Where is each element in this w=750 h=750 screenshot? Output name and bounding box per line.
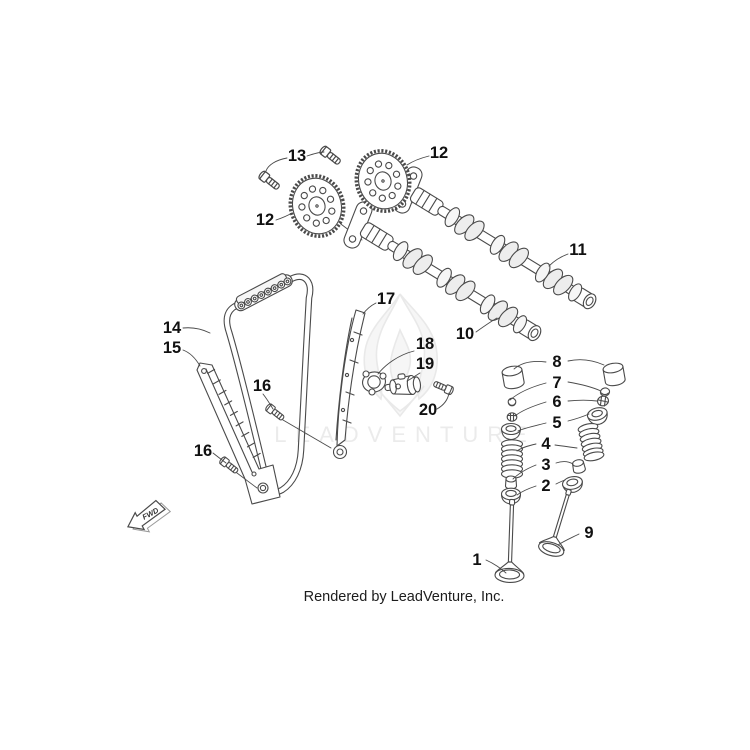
tensioner-bolt [433, 381, 454, 396]
callout-18[interactable]: 18 [416, 335, 434, 353]
callout-4[interactable]: 4 [541, 435, 551, 453]
chain-links [234, 273, 293, 312]
callout-5[interactable]: 5 [552, 414, 561, 432]
valve-spring-left [500, 439, 524, 479]
cam-sprocket-right [354, 149, 412, 213]
callout-9[interactable]: 9 [584, 524, 593, 542]
guide-bolt-upper [265, 403, 285, 421]
camshaft-upper [393, 166, 597, 310]
guide-hatching [207, 368, 261, 458]
watermark-text: LEADVENTURE [274, 422, 536, 447]
valve-left [494, 498, 525, 584]
callout-12-right[interactable]: 12 [430, 144, 448, 162]
tensioner-gasket [362, 370, 387, 396]
spring-retainer-left [500, 422, 522, 441]
chain-guide-left [196, 362, 281, 505]
callout-1[interactable]: 1 [472, 551, 481, 569]
valve-right [538, 488, 572, 557]
callout-13[interactable]: 13 [288, 147, 306, 165]
spring-seat-right [561, 475, 583, 493]
callout-17[interactable]: 17 [377, 290, 395, 308]
callout-10[interactable]: 10 [456, 325, 474, 343]
valve-keeper-left [506, 412, 518, 422]
callout-8[interactable]: 8 [552, 353, 561, 371]
valve-shim-right [599, 387, 611, 397]
callout-3[interactable]: 3 [541, 456, 550, 474]
valve-spring-right [577, 423, 605, 462]
callout-16-upper[interactable]: 16 [253, 377, 271, 395]
camshaft-lower [343, 201, 542, 342]
timing-chain [223, 273, 314, 496]
sprocket-bolt-right [319, 145, 341, 165]
valve-lifter-left [501, 365, 525, 390]
leader-lines [182, 151, 605, 574]
valve-lifter-right [602, 362, 626, 387]
fwd-arrow: FWD [127, 499, 172, 533]
valve-keeper-right [596, 395, 610, 407]
callout-12-left[interactable]: 12 [256, 211, 274, 229]
valve-shim-left [507, 397, 517, 407]
chain-guide-tensioner-blade [332, 309, 366, 460]
sprocket-bolt-left [258, 170, 280, 190]
caption: Rendered by LeadVenture, Inc. [304, 589, 505, 605]
callout-14[interactable]: 14 [163, 319, 182, 337]
callout-15[interactable]: 15 [163, 339, 181, 357]
callout-7[interactable]: 7 [552, 374, 561, 392]
callout-16-lower[interactable]: 16 [194, 442, 212, 460]
callout-6[interactable]: 6 [552, 393, 561, 411]
callout-20[interactable]: 20 [419, 401, 437, 419]
cam-sprocket-left [288, 174, 346, 238]
callout-11[interactable]: 11 [569, 241, 586, 259]
callout-19[interactable]: 19 [416, 355, 434, 373]
valve-seal-right [572, 459, 586, 474]
spring-retainer-right [586, 407, 608, 425]
valve-seal-left [504, 475, 518, 490]
callout-2[interactable]: 2 [541, 477, 550, 495]
